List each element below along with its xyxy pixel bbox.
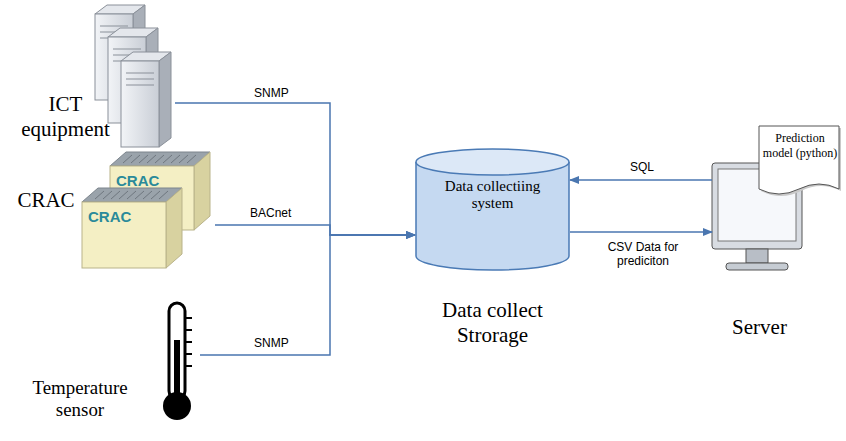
connector-line: [570, 231, 712, 233]
connector-line: [200, 235, 415, 355]
connector-line: [570, 179, 712, 181]
thermometer-icon: [163, 303, 192, 420]
storage-cylinder: Data collectiing systemData collect Stro…: [415, 148, 570, 348]
crac-unit: CRAC: [82, 188, 182, 268]
edge-label: SNMP: [252, 336, 291, 350]
node-label: CRAC: [88, 208, 162, 225]
server-tower: [121, 52, 171, 147]
node-label: ICT equipment: [17, 92, 114, 142]
document-shape: Prediction model (python): [758, 125, 842, 195]
node-label: CRAC: [12, 188, 80, 213]
crac-group: CRAC CRAC CRAC: [12, 150, 215, 270]
node-label: Data collectiing system: [429, 178, 556, 212]
node-label: Data collect Strorage: [425, 298, 560, 348]
crac-outline: [82, 188, 182, 268]
edge-label: SNMP: [252, 86, 291, 100]
edge-label: BACnet: [248, 206, 293, 220]
node-label: Server: [712, 315, 807, 340]
node-label: Prediction model (python): [762, 131, 838, 161]
server-group: Server Prediction model (python): [712, 125, 842, 340]
sensor-group: Temperature sensor: [10, 295, 200, 425]
equipment-group: ICT equipment: [15, 5, 175, 150]
connector-line: [175, 103, 415, 235]
connector-line: [215, 225, 415, 235]
edge-label: SQL: [628, 160, 656, 174]
node-label: Temperature sensor: [10, 377, 150, 421]
edge-label: CSV Data for prediciton: [580, 240, 706, 269]
node-label: CRAC: [116, 172, 190, 189]
